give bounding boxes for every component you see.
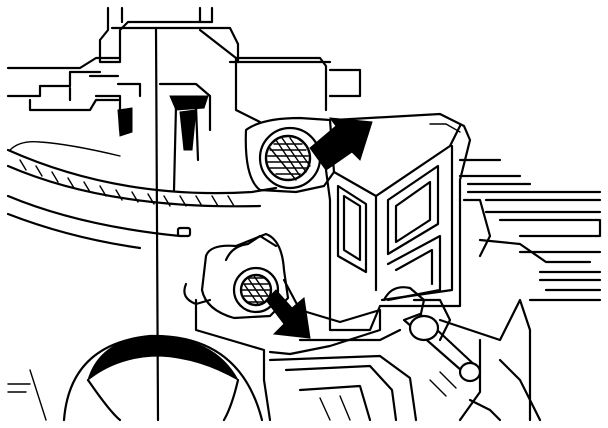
throttle-plate-arc [6, 140, 278, 250]
arrow-icon [265, 289, 311, 339]
lower-fitting [183, 232, 290, 320]
throttle-shaft-line [154, 26, 160, 422]
linkage-rods [458, 158, 602, 302]
float-bowl-block [324, 112, 472, 332]
throttle-linkage [6, 56, 212, 192]
throttle-body-base [194, 278, 426, 422]
air-horn-housing [98, 6, 362, 124]
arrow-icon [309, 117, 373, 171]
upper-jet-screen [264, 134, 312, 182]
lower-jet-screen [239, 273, 273, 307]
throttle-bore [7, 334, 264, 422]
shaft-pin [402, 298, 542, 422]
